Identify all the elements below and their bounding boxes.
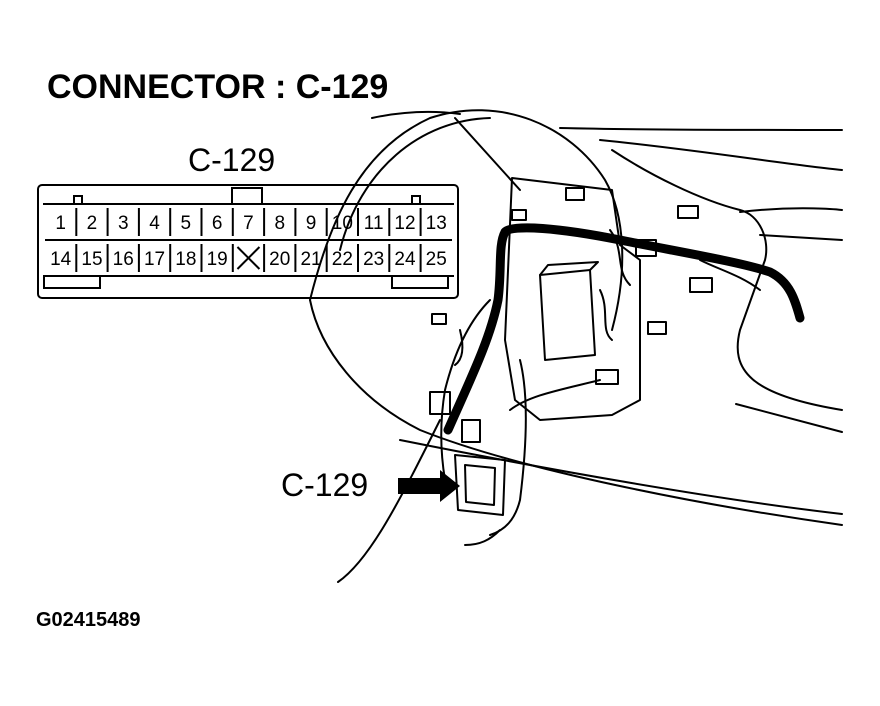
connector-label: C-129	[188, 142, 276, 178]
pin-number: 1	[55, 213, 66, 234]
pin-number: 19	[207, 249, 228, 270]
lower-dash-edge	[309, 299, 843, 526]
pin-number: 17	[144, 249, 165, 270]
pin-number: 6	[212, 213, 223, 234]
pin-number: 18	[175, 249, 196, 270]
pin-number: 14	[50, 249, 72, 270]
pin-number: 7	[243, 213, 254, 234]
pin-number: 22	[332, 249, 353, 270]
small-connector	[677, 205, 699, 219]
junction-bracket	[504, 177, 641, 421]
connector-housing	[37, 184, 459, 299]
pin-number: 12	[394, 213, 415, 234]
callout-arrow-icon	[398, 470, 460, 502]
pin-number: 8	[274, 213, 285, 234]
empty-cavity-cross-icon	[236, 246, 261, 270]
dangling-wire	[337, 419, 441, 583]
pin-number: 2	[87, 213, 98, 234]
small-connector	[689, 277, 713, 293]
small-connector	[511, 209, 527, 221]
callout-label: C-129	[281, 467, 369, 503]
dashboard-sketch	[309, 109, 843, 583]
pin-number: 16	[113, 249, 134, 270]
pin-number: 4	[149, 213, 160, 234]
small-connector	[431, 313, 447, 325]
connector-lock-tab	[231, 187, 263, 204]
small-connector	[595, 369, 619, 385]
pin-number: 25	[426, 249, 447, 270]
pin-number: 5	[181, 213, 192, 234]
c129-connector-location	[454, 454, 506, 516]
pin-number: 11	[364, 213, 384, 234]
small-connector	[565, 187, 585, 201]
small-connector	[647, 321, 667, 335]
pin-number: 24	[394, 249, 416, 270]
pin-number: 23	[363, 249, 384, 270]
pin-number: 20	[269, 249, 290, 270]
pin-number: 21	[300, 249, 321, 270]
pin-number: 9	[306, 213, 317, 234]
page-title: CONNECTOR : C-129	[47, 68, 389, 106]
figure-id: G02415489	[36, 609, 141, 631]
pin-number: 13	[426, 213, 447, 234]
main-wire-harness	[443, 223, 805, 435]
relay-block	[539, 269, 596, 361]
pin-number: 15	[81, 249, 102, 270]
pin-number: 3	[118, 213, 129, 234]
